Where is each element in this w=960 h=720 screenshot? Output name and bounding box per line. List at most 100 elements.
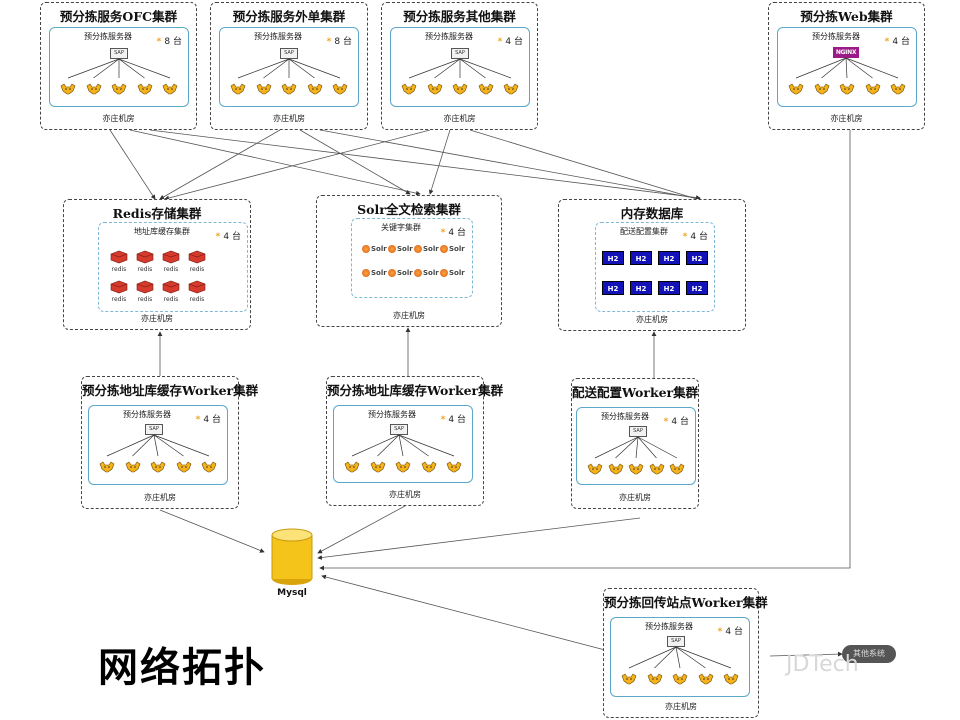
tomcat-server-icon	[307, 80, 323, 95]
cluster-title: Solr全文检索集群	[357, 202, 461, 217]
solr-group-label: 关键字集群	[381, 223, 421, 232]
redis-node-icon: redis	[161, 279, 181, 303]
server-count: * 4 台	[717, 627, 743, 637]
mysql-label: Mysql	[277, 588, 307, 598]
tomcat-server-icon	[478, 80, 494, 95]
redis-node-icon: redis	[109, 279, 129, 303]
cluster-ofc: 预分拣服务OFC集群 预分拣服务器 * 8 台 SAP 亦庄机房	[40, 2, 197, 130]
datacenter-label: 亦庄机房	[393, 311, 425, 320]
server-label: 预分拣服务器	[84, 32, 132, 41]
sap-load-balancer: SAP	[390, 424, 408, 435]
tomcat-server-icon	[647, 670, 663, 685]
cluster-addr-worker-2: 预分拣地址库缓存Worker集群 预分拣服务器 * 4 台 SAP 亦庄机房	[326, 376, 504, 506]
tomcat-server-icon	[628, 460, 644, 475]
datacenter-label: 亦庄机房	[389, 490, 421, 499]
fanout-lines	[795, 57, 899, 79]
tomcat-server-icon	[452, 80, 468, 95]
tomcat-server-icon	[421, 458, 437, 473]
page-title: 网络拓扑	[98, 645, 266, 691]
tomcat-server-icon	[125, 458, 141, 473]
h2-group-label: 配送配置集群	[620, 227, 668, 236]
cluster-title: 内存数据库	[620, 206, 684, 221]
datacenter-label: 亦庄机房	[144, 493, 176, 502]
server-label: 预分拣服务器	[368, 410, 416, 419]
server-count: * 8 台	[326, 37, 352, 47]
redis-node-icon: redis	[187, 279, 207, 303]
tomcat-server-icon	[427, 80, 443, 95]
solr-node-icon: Solr	[414, 269, 444, 283]
tomcat-server-icon	[814, 80, 830, 95]
external-system-badge: 其他系统	[842, 645, 896, 663]
cluster-title: 预分拣回传站点Worker集群	[604, 595, 768, 610]
redis-node-icon: redis	[161, 249, 181, 273]
tomcat-server-icon	[401, 80, 417, 95]
tomcat-server-icon	[649, 460, 665, 475]
fanout-lines	[106, 434, 210, 457]
tomcat-server-icon	[60, 80, 76, 95]
sap-load-balancer: SAP	[629, 426, 647, 437]
datacenter-label: 亦庄机房	[141, 314, 173, 323]
tomcat-server-icon	[370, 458, 386, 473]
server-count: * 4 台	[497, 37, 523, 47]
datacenter-label: 亦庄机房	[273, 114, 305, 123]
server-count: * 4 台	[195, 415, 221, 425]
cluster-title: Redis存储集群	[112, 206, 202, 221]
server-group: 预分拣服务器 * 4 台 SAP	[610, 617, 750, 697]
tomcat-server-icon	[608, 460, 624, 475]
datacenter-label: 亦庄机房	[443, 114, 476, 123]
tomcat-server-icon	[150, 458, 166, 473]
redis-node-icon: redis	[135, 279, 155, 303]
server-group: 预分拣服务器 * 4 台 SAP	[390, 27, 530, 107]
tomcat-server-icon	[669, 460, 685, 475]
nginx-icon: NGINX	[833, 47, 859, 58]
tomcat-server-icon	[201, 458, 217, 473]
tomcat-server-icon	[162, 80, 178, 95]
fanout-lines	[628, 646, 732, 669]
h2-node-icon: H2	[630, 281, 652, 295]
h2-node-icon: H2	[602, 251, 624, 265]
fanout-lines	[237, 58, 341, 79]
h2-node-icon: H2	[630, 251, 652, 265]
cluster-web: 预分拣Web集群 预分拣服务器 * 4 台 NGINX 亦庄机房	[768, 2, 925, 130]
tomcat-server-icon	[395, 458, 411, 473]
tomcat-server-icon	[672, 670, 688, 685]
tomcat-server-icon	[698, 670, 714, 685]
cluster-title: 预分拣Web集群	[800, 9, 893, 24]
server-label: 预分拣服务器	[601, 412, 649, 421]
server-group: 预分拣服务器 * 4 台 SAP	[333, 405, 473, 483]
solr-node-icon: Solr	[388, 269, 418, 283]
cluster-other: 预分拣服务其他集群 预分拣服务器 * 4 台 SAP 亦庄机房	[381, 2, 538, 130]
tomcat-server-icon	[137, 80, 153, 95]
sap-load-balancer: SAP	[145, 424, 163, 435]
tomcat-server-icon	[865, 80, 881, 95]
redis-node-icon: redis	[187, 249, 207, 273]
h2-node-icon: H2	[602, 281, 624, 295]
tomcat-server-icon	[332, 80, 348, 95]
cluster-title: 预分拣地址库缓存Worker集群	[327, 383, 504, 398]
solr-node-icon: Solr	[362, 245, 392, 259]
sap-load-balancer: SAP	[110, 48, 128, 59]
server-group: 预分拣服务器 * 4 台 NGINX	[777, 27, 917, 107]
sap-load-balancer: SAP	[280, 48, 298, 59]
server-group: 预分拣服务器 * 8 台 SAP	[49, 27, 189, 107]
server-label: 预分拣服务器	[645, 622, 693, 631]
tomcat-server-icon	[176, 458, 192, 473]
cluster-title: 预分拣服务其他集群	[403, 9, 516, 24]
cluster-addr-worker: 预分拣地址库缓存Worker集群 预分拣服务器 * 4 台 SAP 亦庄机房	[81, 376, 259, 509]
cluster-title: 预分拣服务外单集群	[232, 9, 346, 24]
h2-node-icon: H2	[658, 281, 680, 295]
solr-count: * 4 台	[440, 228, 466, 238]
cluster-title: 预分拣地址库缓存Worker集群	[82, 383, 259, 398]
server-group: 预分拣服务器 * 4 台 SAP	[88, 405, 228, 485]
server-count: * 4 台	[884, 37, 910, 47]
redis-count: * 4 台	[215, 232, 241, 242]
mysql-database-icon	[271, 528, 313, 585]
cluster-external: 预分拣服务外单集群 预分拣服务器 * 8 台 SAP 亦庄机房	[210, 2, 368, 130]
cluster-config-worker: 配送配置Worker集群 预分拣服务器 * 4 台 SAP 亦庄机房	[571, 378, 699, 509]
redis-node-icon: redis	[135, 249, 155, 273]
